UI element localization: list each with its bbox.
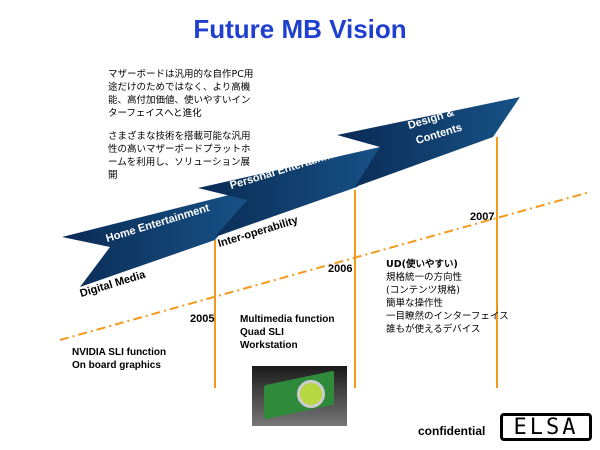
features-2006: Multimedia function Quad SLI Workstation: [240, 313, 334, 352]
feature-item: Quad SLI: [240, 327, 284, 338]
timeline-dashed-line: [59, 191, 591, 341]
intro-paragraph-1: マザーボードは汎用的な自作PC用途だけのためではなく、より高機能、高付加価値、使…: [108, 69, 254, 119]
arrow-home-entertainment: [62, 193, 247, 287]
elsa-logo: ELSA: [500, 413, 592, 441]
feature-item: UD(使いやすい): [386, 259, 458, 270]
feature-item: 一目瞭然のインターフェイス: [386, 311, 509, 322]
confidential-label: confidential: [418, 424, 486, 438]
feature-item: On board graphics: [72, 360, 161, 371]
feature-item: NVIDIA SLI function: [72, 347, 167, 358]
features-2005: NVIDIA SLI function On board graphics: [72, 346, 166, 372]
year-2006: 2006: [328, 263, 353, 275]
slide-title: Future MB Vision: [193, 14, 407, 44]
feature-item: 簡単な操作性: [386, 298, 444, 309]
feature-item: Multimedia function: [240, 314, 335, 325]
year-2005: 2005: [190, 313, 215, 325]
intro-paragraph-2: さまざまな技術を搭載可能な汎用性の高いマザーボードプラットホームを利用し、ソリュ…: [108, 131, 251, 181]
graphics-card-image: [252, 366, 347, 426]
arrow-design-contents: [337, 97, 520, 187]
year-2007: 2007: [470, 211, 495, 223]
feature-item: (コンテンツ規格): [386, 285, 460, 296]
arrow-personal-entertainment: [198, 147, 383, 237]
features-2007: UD(使いやすい) 規格統一の方向性 (コンテンツ規格) 簡単な操作性 一目瞭然…: [386, 258, 509, 336]
feature-item: 誰もが使えるデバイス: [386, 324, 481, 335]
feature-item: Workstation: [240, 340, 298, 351]
feature-item: 規格統一の方向性: [386, 272, 463, 283]
